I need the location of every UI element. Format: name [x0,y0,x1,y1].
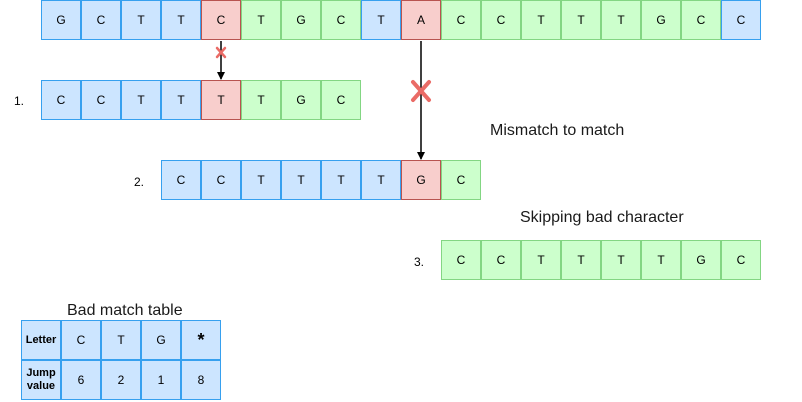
pattern-cell: G [681,240,721,280]
pattern-cell: T [321,160,361,200]
pattern-cell: C [481,240,521,280]
table-cell: * [181,320,221,360]
pattern-cell: C [201,160,241,200]
text-cell: C [681,0,721,40]
pattern-cell: T [601,240,641,280]
pattern-cell: C [41,80,81,120]
pattern-cell: T [641,240,681,280]
table-header-cell: Letter [21,320,61,360]
pattern-cell: T [241,160,281,200]
step-2-label: 2. [134,175,145,189]
table-cell: 1 [141,360,181,400]
skipping-caption: Skipping bad character [520,209,684,226]
text-cell: C [321,0,361,40]
pattern-cell: T [561,240,601,280]
text-cell: T [361,0,401,40]
pattern-cell: C [81,80,121,120]
table-header-cell: Jump value [21,360,61,400]
pattern-cell: T [241,80,281,120]
text-cell: C [441,0,481,40]
text-cell: T [601,0,641,40]
text-cell: G [641,0,681,40]
pattern-cell: T [361,160,401,200]
cross-icon-large [411,80,431,102]
table-cell: 8 [181,360,221,400]
text-cell: C [81,0,121,40]
cross-icon-small [215,46,227,59]
mismatch-caption: Mismatch to match [490,122,625,139]
pattern-cell: C [161,160,201,200]
pattern-cell: C [441,240,481,280]
table-cell: 6 [61,360,101,400]
pattern-cell: G [401,160,441,200]
table-title: Bad match table [67,302,183,319]
step-3-label: 3. [414,255,425,269]
pattern-cell: C [321,80,361,120]
step-1-label: 1. [14,94,25,108]
table-cell: G [141,320,181,360]
table-cell: C [61,320,101,360]
pattern-cell: T [161,80,201,120]
table-cell: 2 [101,360,141,400]
text-cell: C [201,0,241,40]
text-cell: T [561,0,601,40]
text-cell: T [521,0,561,40]
pattern-cell: T [201,80,241,120]
text-cell: T [241,0,281,40]
text-cell: T [121,0,161,40]
text-cell: C [481,0,521,40]
text-cell: C [721,0,761,40]
pattern-cell: T [521,240,561,280]
pattern-cell: C [721,240,761,280]
text-cell: T [161,0,201,40]
table-cell: T [101,320,141,360]
pattern-cell: C [441,160,481,200]
text-cell: A [401,0,441,40]
text-cell: G [281,0,321,40]
pattern-cell: T [121,80,161,120]
text-cell: G [41,0,81,40]
pattern-cell: G [281,80,321,120]
pattern-cell: T [281,160,321,200]
